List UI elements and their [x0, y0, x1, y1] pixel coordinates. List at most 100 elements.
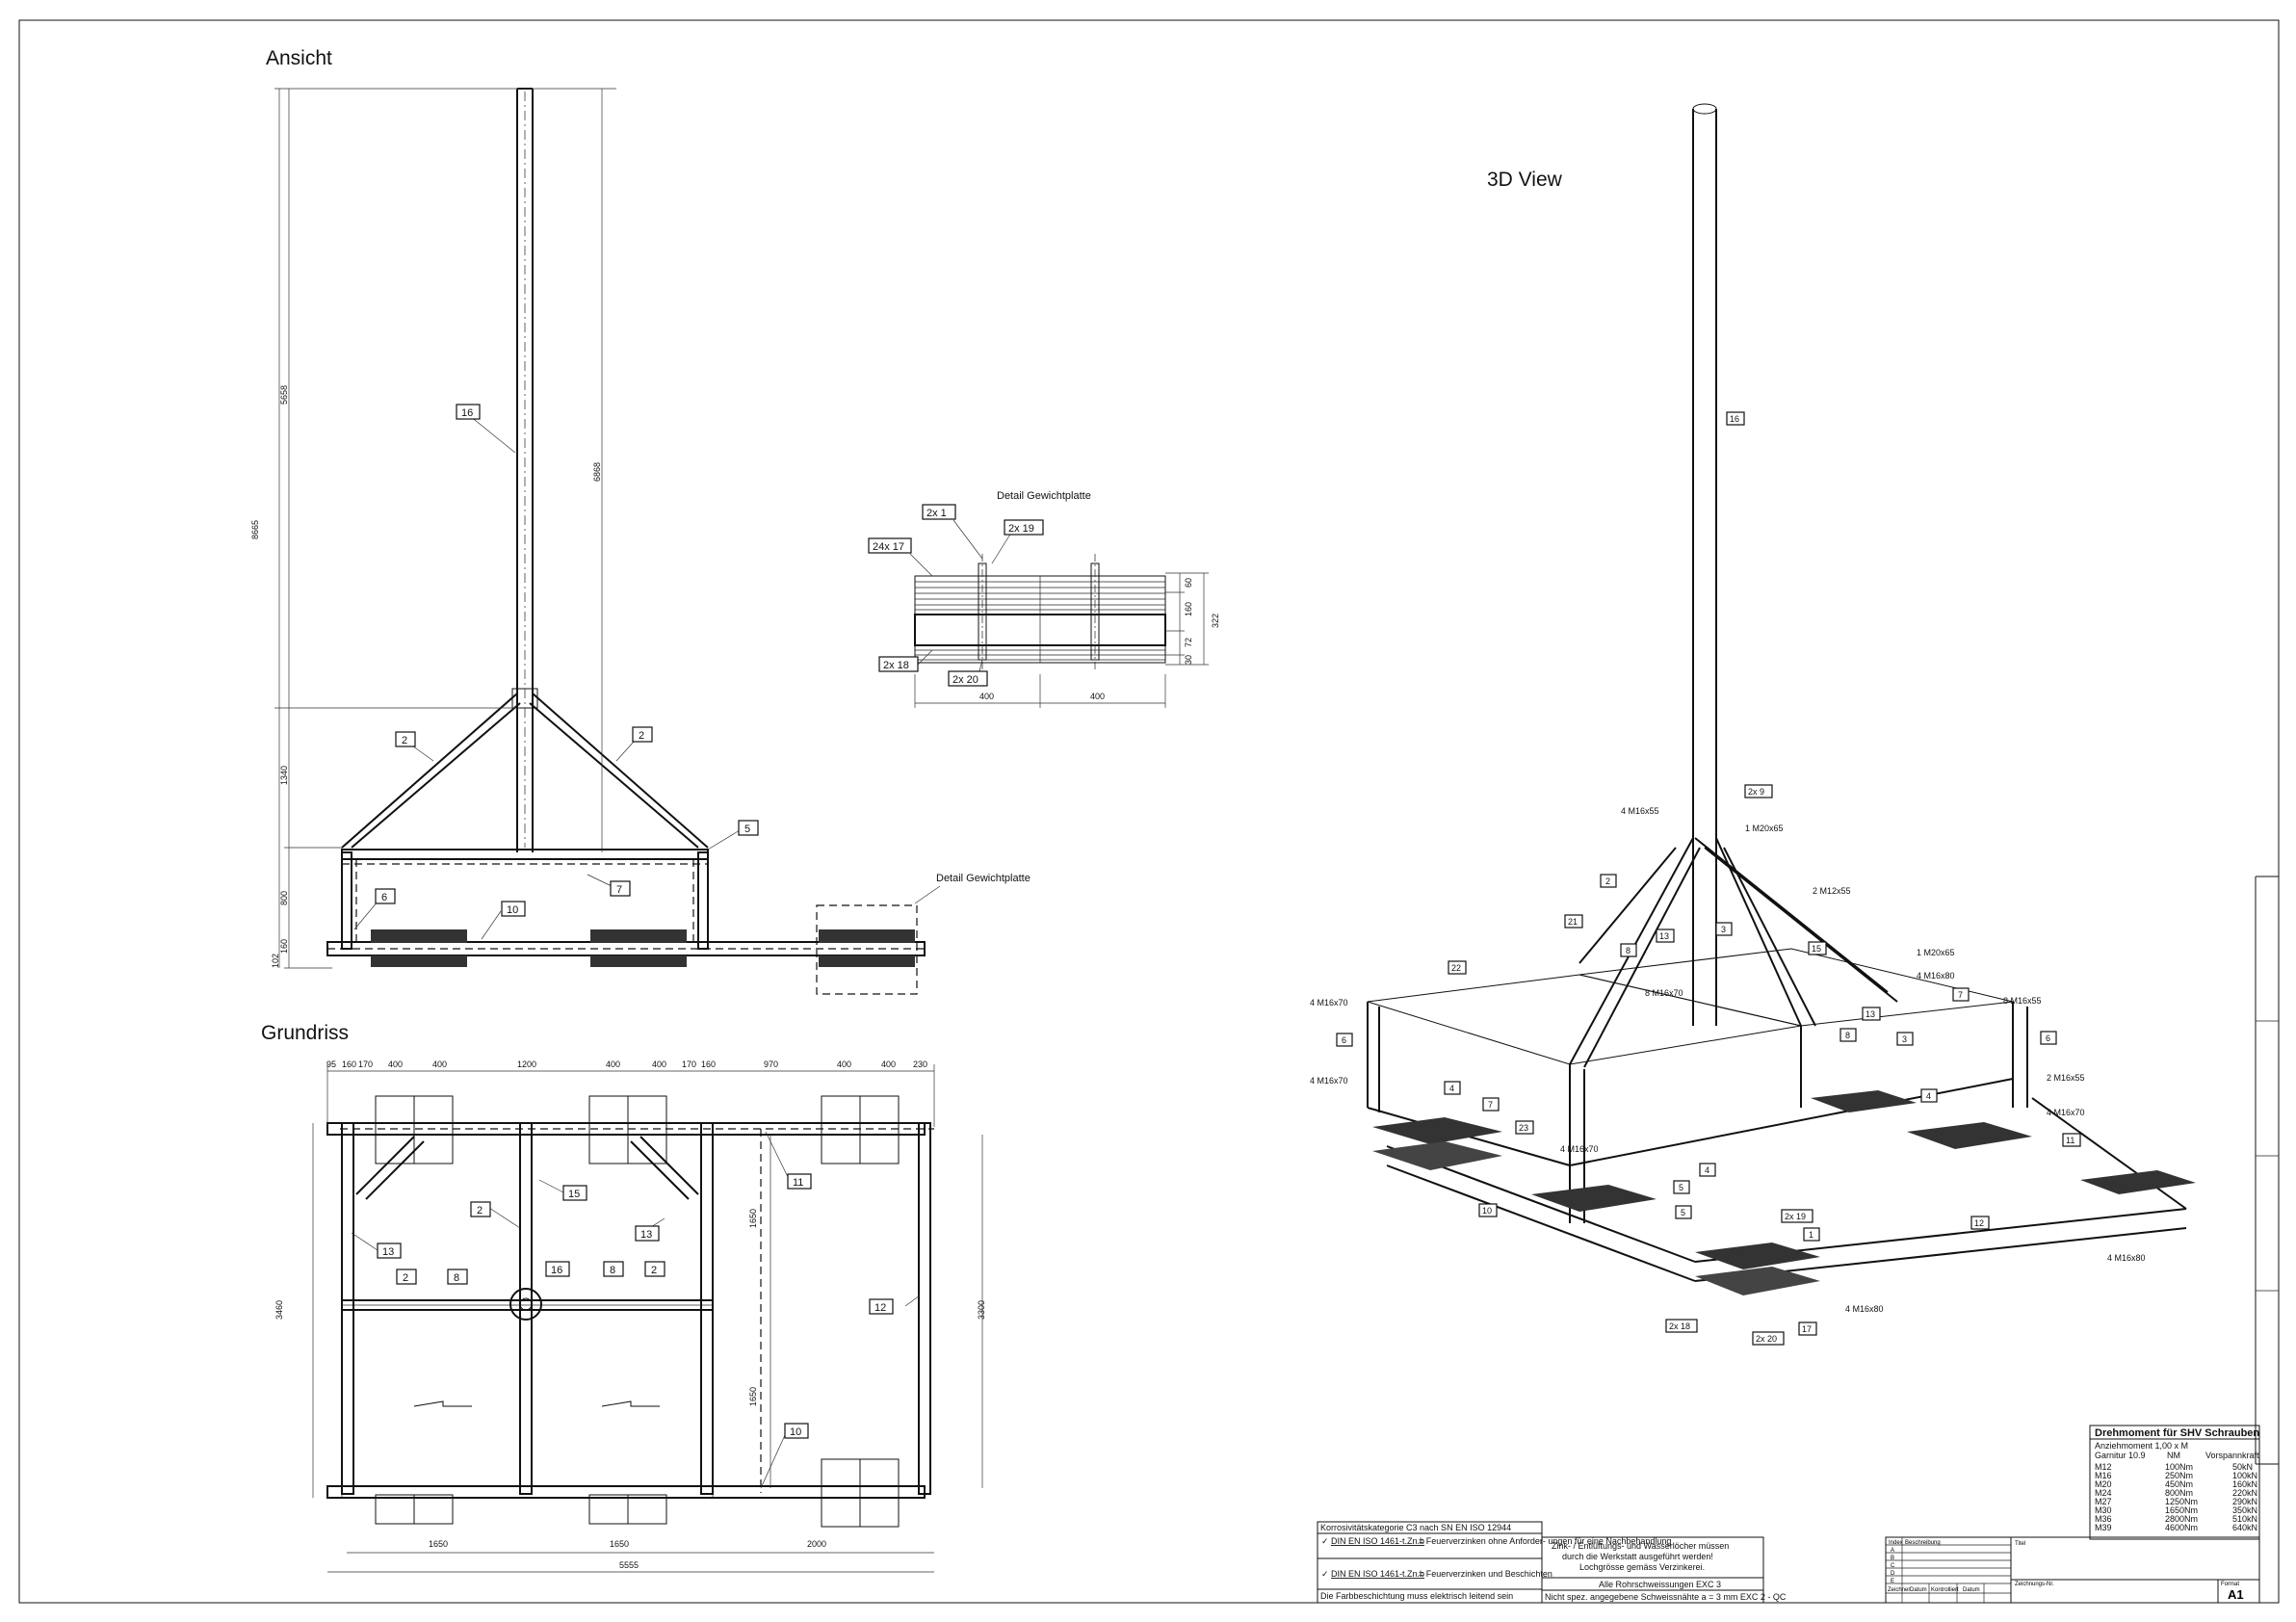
bolt-note: 4 M16x70: [2047, 1108, 2085, 1117]
torque-cell: M24: [2095, 1488, 2112, 1498]
korrosion-text: Korrosivitätskategorie C3 nach SN EN ISO…: [1320, 1523, 1511, 1532]
position-tag: 4: [1449, 1084, 1454, 1093]
torque-col1: Garnitur 10.9: [2095, 1451, 2146, 1460]
dim-label: 230: [913, 1060, 927, 1069]
dim-label: 170: [682, 1060, 696, 1069]
torque-cell: M20: [2095, 1479, 2112, 1489]
position-tag: 16: [461, 407, 473, 419]
torque-cell: 2800Nm: [2165, 1514, 2198, 1524]
bolt-note: 2 M12x55: [1813, 886, 1851, 896]
dim-label: 8665: [250, 520, 260, 539]
option1-code: DIN EN ISO 1461-t.Zn.b: [1331, 1536, 1424, 1546]
format-label: Format: [2221, 1582, 2239, 1587]
fold-marks: [2255, 876, 2279, 1465]
dim-label: 3460: [274, 1300, 284, 1320]
position-tag: 7: [1488, 1100, 1493, 1110]
position-tag: 2: [651, 1265, 657, 1276]
position-tag: 11: [793, 1177, 803, 1189]
dim-label: 60: [1184, 578, 1193, 588]
view3d-drawing: [1367, 103, 2196, 1295]
position-tag: 10: [507, 904, 518, 916]
position-tag: 15: [1812, 944, 1821, 954]
position-tag: 2: [639, 730, 644, 742]
dim-label: 5658: [279, 385, 289, 405]
torque-cell: 640kN: [2232, 1523, 2257, 1532]
dim-label: 400: [979, 692, 994, 701]
position-tag: 13: [1659, 931, 1669, 941]
view3d-bolt-notes: 4 M16x55 1 M20x65 2 M12x55 1 M20x65 4 M1…: [1310, 806, 2146, 1314]
position-tag: 6: [1342, 1035, 1346, 1045]
dim-label: 400: [1090, 692, 1105, 701]
view3d-tags: 16 2x 9 2 21 13 3 15 22 8 6 4 7 23 5 4 1…: [1336, 411, 2081, 1346]
position-tag: 4: [1705, 1165, 1709, 1175]
check-mark-icon: ✓: [1321, 1536, 1329, 1546]
grundriss-dims: 95 160 170 400 400 1200 400 400 170 160 …: [274, 1060, 986, 1570]
position-tag: 2x 18: [883, 660, 909, 671]
torque-cell: M36: [2095, 1514, 2112, 1524]
rev-header-desc: Beschreibung: [1905, 1540, 1941, 1546]
position-tag: 10: [790, 1426, 801, 1438]
dim-label: 160: [342, 1060, 356, 1069]
position-tag: 13: [640, 1229, 652, 1241]
dim-label: 400: [432, 1060, 447, 1069]
detail-tags: 2x 1 2x 19 24x 17 2x 18 2x 20: [868, 504, 1044, 687]
bolt-note: 2 M16x55: [2047, 1073, 2085, 1083]
torque-cell: M30: [2095, 1505, 2112, 1515]
torque-cell: 100Nm: [2165, 1462, 2193, 1472]
position-tag: 22: [1451, 963, 1461, 973]
dim-label: 160: [1184, 602, 1193, 616]
position-tag: 3: [1721, 925, 1726, 934]
position-tag: 2x 9: [1748, 787, 1764, 797]
bolt-note: 4 M16x80: [1917, 971, 1955, 981]
position-tag: 2x 18: [1669, 1321, 1690, 1331]
signature-header: Zeichner: [1888, 1587, 1910, 1593]
position-tag: 6: [381, 892, 387, 903]
position-tag: 6: [2046, 1033, 2050, 1043]
signature-header: Datum: [1910, 1587, 1927, 1593]
dim-label: 3300: [977, 1300, 986, 1320]
format-value: A1: [2228, 1587, 2244, 1602]
position-tag: 2: [477, 1205, 483, 1216]
detail-reference-label: Detail Gewichtplatte: [936, 873, 1031, 884]
torque-cell: M16: [2095, 1471, 2112, 1480]
bolt-note: 4 M16x80: [1845, 1304, 1884, 1314]
bolt-note: 4 M16x55: [1621, 806, 1659, 816]
position-tag: 13: [382, 1246, 394, 1258]
view3d-title: 3D View: [1487, 169, 1563, 191]
grundriss-view: [312, 1064, 983, 1573]
position-tag: 2x 20: [1756, 1334, 1777, 1344]
position-tag: 8: [454, 1272, 459, 1284]
position-tag: 8: [610, 1265, 615, 1276]
dim-label: 970: [764, 1060, 778, 1069]
grundriss-tags: 15 2 13 13 2 8 16 8 2 11 12 10: [377, 1173, 894, 1439]
position-tag: 2x 20: [952, 674, 978, 686]
torque-cell: M27: [2095, 1497, 2112, 1506]
dim-label: 160: [701, 1060, 716, 1069]
position-tag: 10: [1482, 1206, 1492, 1216]
torque-cell: M39: [2095, 1523, 2112, 1532]
workshop-note-2: durch die Werkstatt ausgeführt werden!: [1562, 1552, 1713, 1561]
ansicht-dim-labels: 5658 6868 8665 1340 800 160 102: [250, 385, 602, 968]
torque-cell: 510kN: [2232, 1514, 2257, 1524]
ansicht-position-tags: 16 2 2 5 7 6 10: [375, 404, 759, 917]
detail-title: Detail Gewichtplatte: [997, 490, 1091, 502]
dim-label: 160: [279, 939, 289, 954]
position-tag: 21: [1568, 917, 1578, 927]
torque-cell: 100kN: [2232, 1471, 2257, 1480]
signature-header: Datum: [1963, 1587, 1980, 1593]
grundriss-title: Grundriss: [261, 1022, 349, 1044]
dim-label: 1650: [610, 1539, 629, 1549]
workshop-note-3: Lochgrösse gemäss Verzinkerei.: [1579, 1562, 1705, 1572]
position-tag: 8: [1626, 946, 1631, 955]
position-tag: 15: [568, 1189, 580, 1200]
position-tag: 24x 17: [873, 541, 904, 553]
bolt-note: 8 M16x70: [1645, 988, 1683, 998]
torque-col3: Vorspannkraft: [2205, 1451, 2259, 1460]
position-tag: 2: [1605, 876, 1610, 886]
bolt-note: 4 M16x70: [1310, 1076, 1348, 1086]
weld-note: Alle Rohrschweissungen EXC 3: [1599, 1580, 1721, 1589]
torque-title: Drehmoment für SHV Schrauben: [2095, 1427, 2259, 1439]
position-tag: 2: [402, 735, 407, 746]
torque-cell: 350kN: [2232, 1505, 2257, 1515]
